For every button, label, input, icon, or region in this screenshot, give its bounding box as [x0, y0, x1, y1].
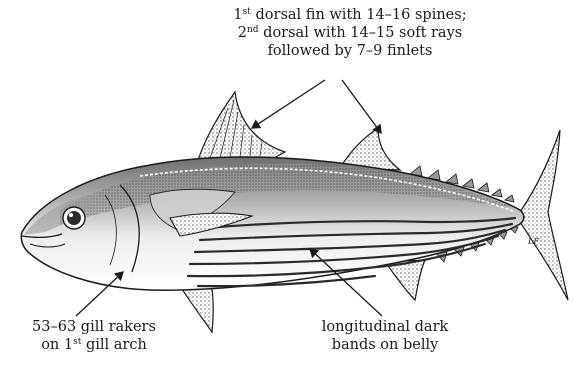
eye — [63, 207, 85, 229]
arrow-first-dorsal — [252, 80, 325, 128]
gill-rakers-label: 53–63 gill rakers on 1st gill arch — [14, 318, 174, 354]
caudal-fin — [520, 130, 568, 300]
dorsal-fin-label: 1st dorsal fin with 14–16 spines; 2nd do… — [200, 6, 500, 60]
belly-bands-label: longitudinal dark bands on belly — [300, 318, 470, 354]
first-dorsal-fin — [198, 92, 285, 160]
arrow-second-dorsal — [342, 80, 381, 133]
artist-signature: LF — [527, 237, 539, 246]
